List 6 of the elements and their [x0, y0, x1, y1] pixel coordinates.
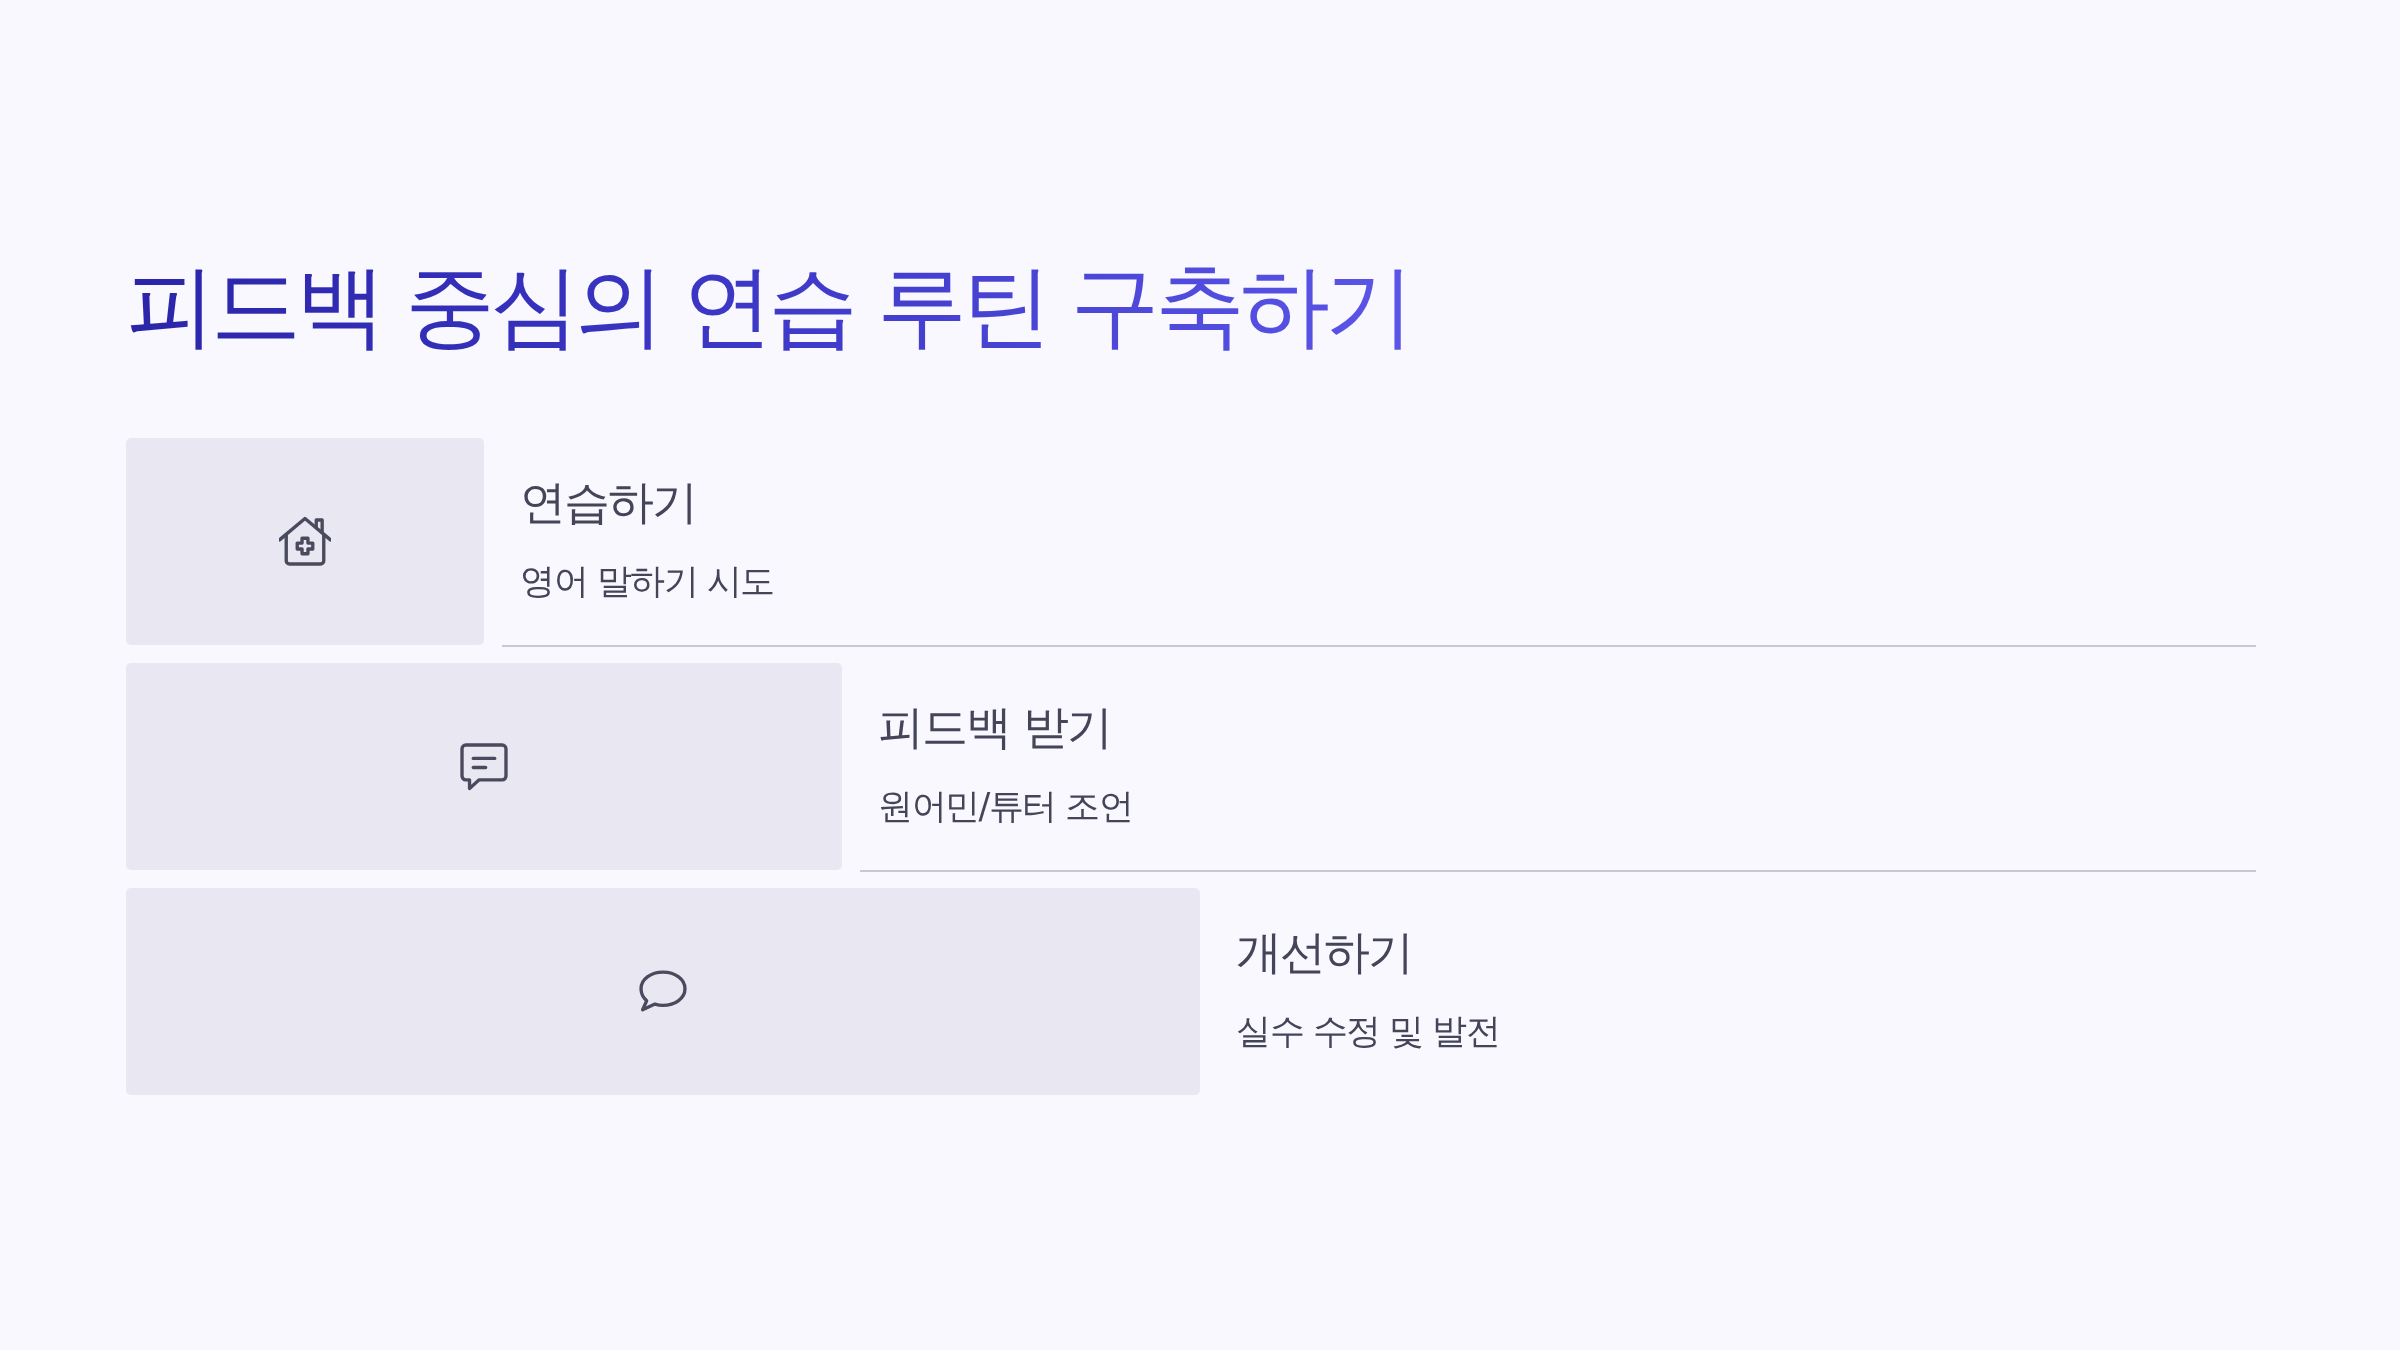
step-title: 개선하기 — [1236, 924, 1412, 980]
step-description: 원어민/튜터 조언 — [878, 785, 1133, 828]
step-title: 연습하기 — [520, 474, 696, 530]
step-description: 실수 수정 및 발전 — [1236, 1010, 1500, 1053]
step-title: 피드백 받기 — [878, 699, 1111, 755]
step-description: 영어 말하기 시도 — [520, 560, 774, 603]
